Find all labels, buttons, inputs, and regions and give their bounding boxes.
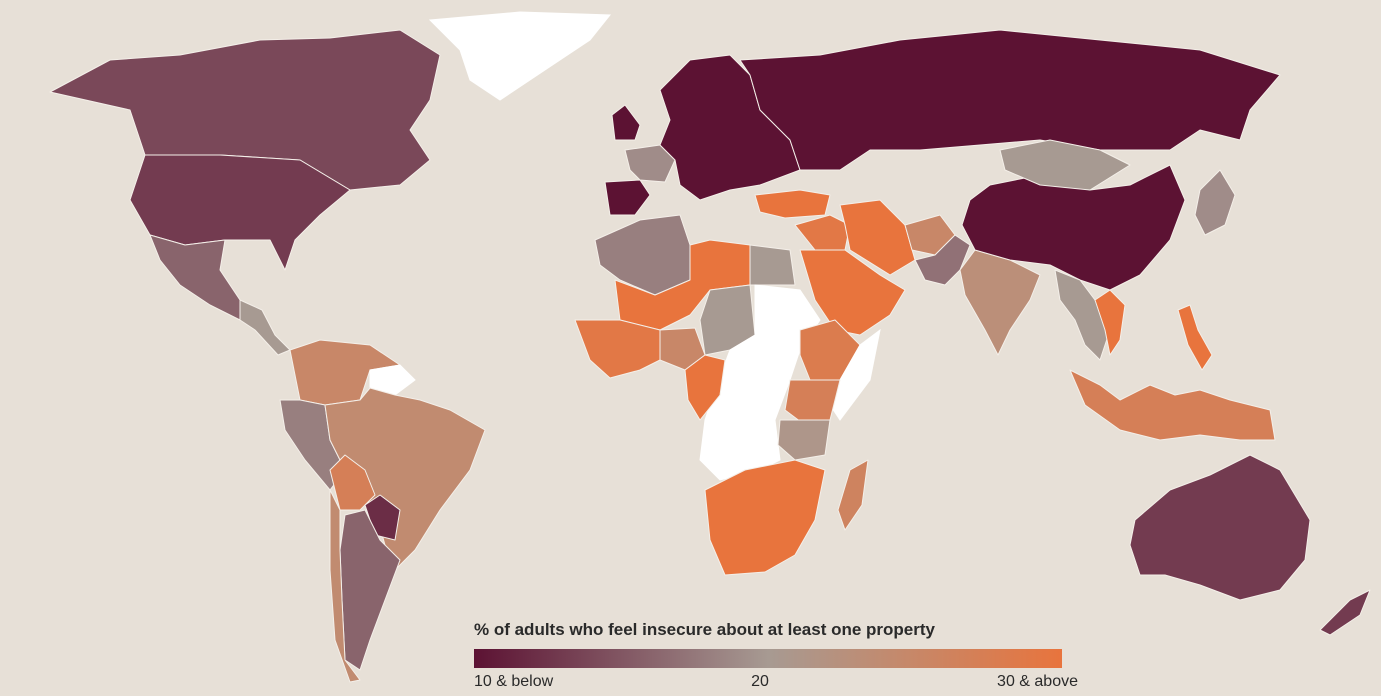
- region-chile: [329, 489, 361, 683]
- region-iberia: [604, 179, 651, 216]
- legend-min-label: 10 & below: [474, 673, 554, 690]
- region-east-africa: [784, 379, 841, 426]
- region-indonesia: [1069, 369, 1276, 441]
- legend-labels: 10 & below 20 30 & above: [474, 673, 1078, 695]
- region-tanzania: [777, 419, 831, 461]
- region-arabian-peninsula: [799, 249, 906, 336]
- region-iran: [839, 199, 916, 276]
- region-russia: [739, 29, 1281, 171]
- region-northern-central-europe: [659, 54, 801, 201]
- region-maghreb: [594, 214, 691, 296]
- region-turkey: [754, 189, 831, 219]
- region-japan: [1194, 169, 1236, 236]
- region-congo: [684, 354, 726, 421]
- region-mainland-southeast-asia: [1054, 269, 1111, 361]
- region-mexico: [149, 234, 256, 321]
- region-southern-africa: [704, 459, 826, 576]
- region-madagascar: [837, 459, 869, 531]
- legend-color-scale: [474, 649, 1062, 668]
- region-greenland: [428, 11, 612, 101]
- legend-max-label: 30 & above: [997, 673, 1078, 690]
- region-vietnam: [1094, 289, 1126, 356]
- legend-mid-label: 20: [751, 673, 769, 690]
- region-west-africa: [574, 319, 661, 379]
- region-new-zealand: [1319, 589, 1371, 636]
- region-mongolia: [999, 139, 1131, 191]
- region-egypt: [749, 244, 796, 286]
- region-india: [959, 249, 1041, 356]
- region-philippines: [1177, 304, 1213, 371]
- legend-title: % of adults who feel insecure about at l…: [474, 620, 935, 639]
- region-central-america: [239, 299, 291, 356]
- map-legend: % of adults who feel insecure about at l…: [474, 620, 1078, 695]
- region-guianas: [369, 364, 416, 396]
- region-australia: [1129, 454, 1311, 601]
- region-middle-east: [794, 214, 851, 251]
- region-united-kingdom: [611, 104, 641, 141]
- region-pakistan: [914, 234, 971, 286]
